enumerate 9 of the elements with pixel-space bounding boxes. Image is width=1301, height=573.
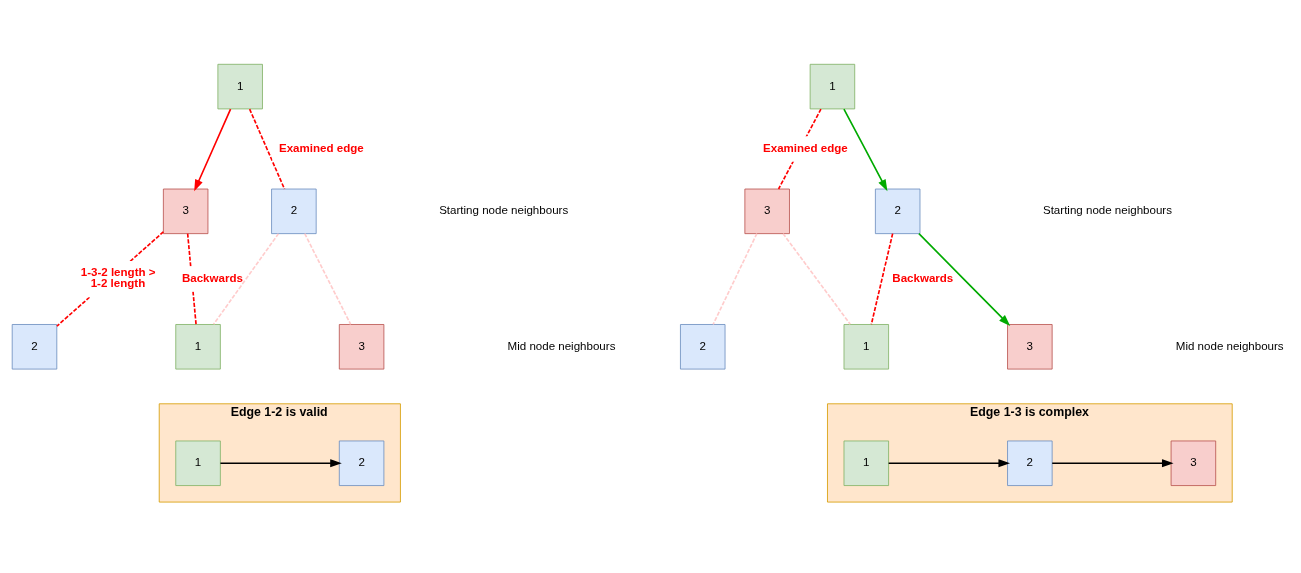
edge-label: Backwards (181, 271, 243, 284)
edge-label: Backwards (892, 271, 954, 284)
label: Mid node neighbours (507, 339, 616, 352)
edge-label: Examined edge (763, 141, 848, 154)
label: Mid node neighbours (1175, 339, 1284, 352)
edge-label: Examined edge (279, 141, 364, 154)
edge-label: 1-3-2 length > 1-2 length (80, 265, 156, 290)
label: Starting node neighbours (439, 204, 569, 217)
label: Starting node neighbours (1042, 204, 1173, 217)
